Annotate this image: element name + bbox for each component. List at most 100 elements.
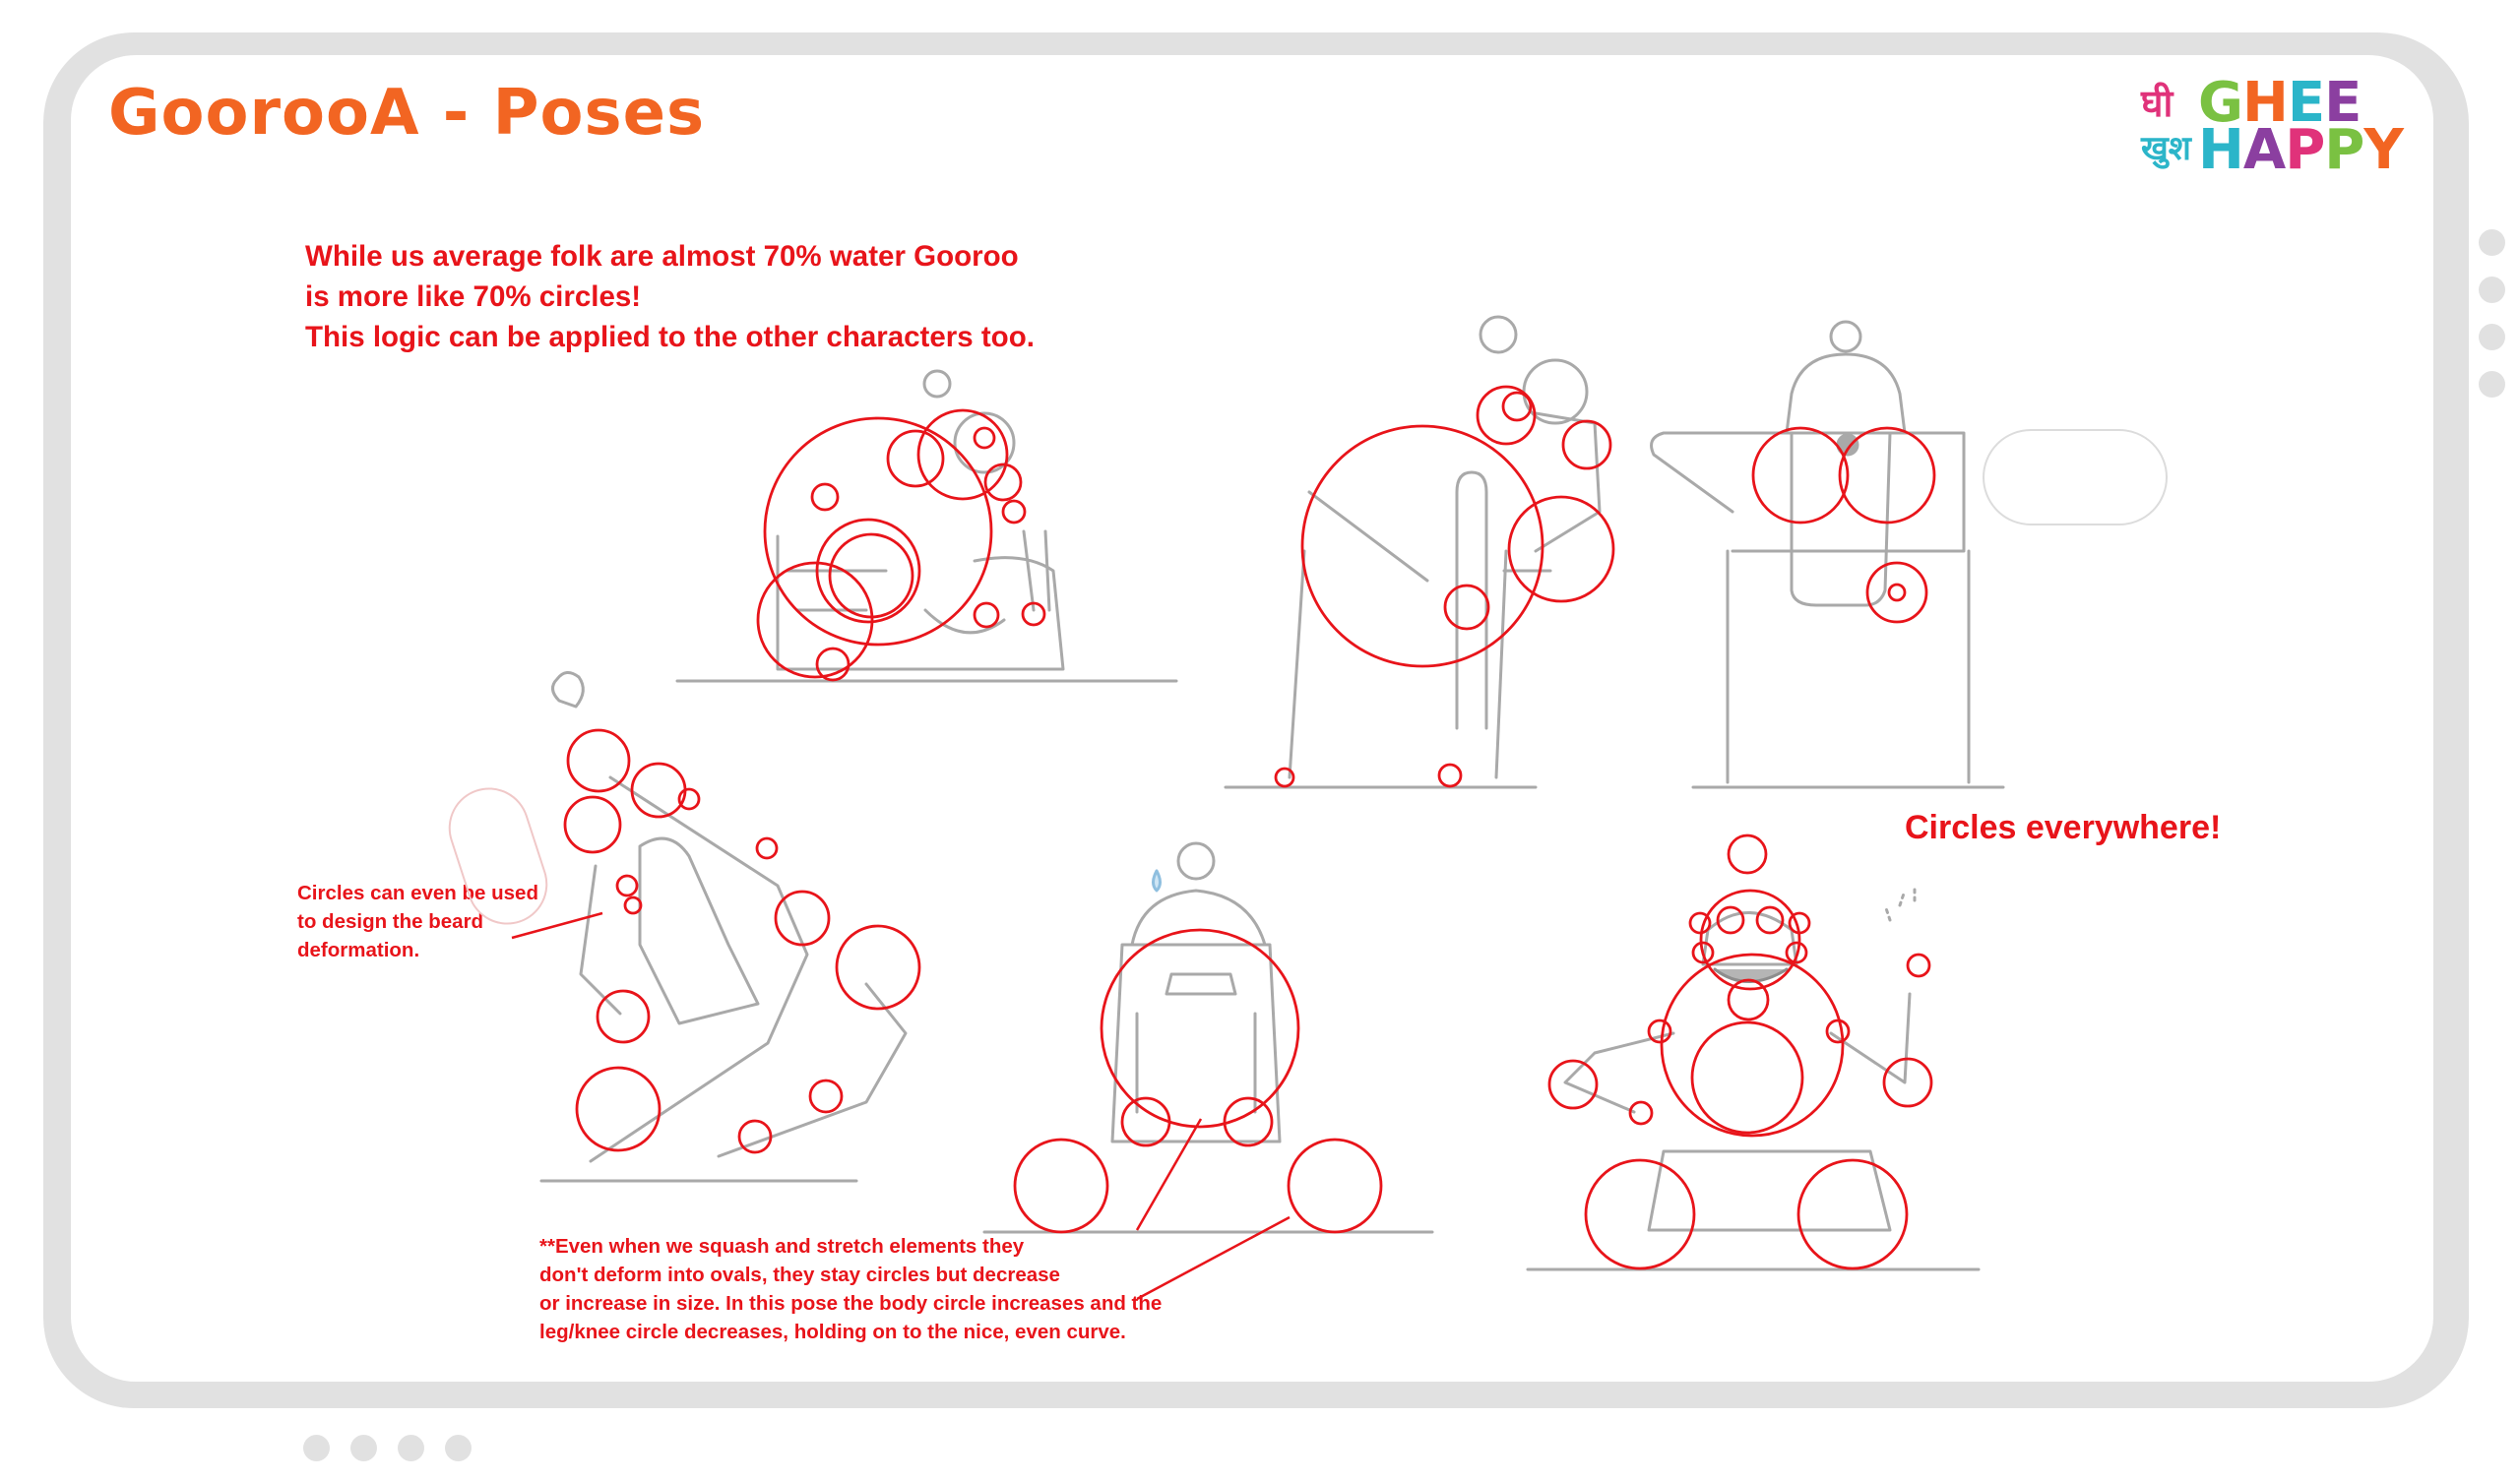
construction-circle [1021, 601, 1046, 627]
construction-circle [1628, 1100, 1654, 1126]
squash-note-line: leg/knee circle decreases, holding on to… [539, 1321, 1126, 1343]
construction-circle [1755, 905, 1785, 935]
construction-circle [810, 482, 840, 512]
pose-3-sketch [1650, 320, 2168, 789]
beard-note-line: to design the beard [297, 910, 484, 933]
construction-circle [916, 408, 1009, 501]
intro-text: While us average folk are almost 70% wat… [305, 236, 1191, 357]
construction-circle [563, 795, 622, 854]
beard-note-line: deformation. [297, 939, 420, 961]
page-dot[interactable] [2479, 229, 2505, 256]
construction-circle [1437, 763, 1463, 788]
construction-circle [1785, 941, 1808, 964]
page-dot[interactable] [303, 1435, 330, 1461]
construction-circle [1443, 584, 1490, 631]
construction-circle [1688, 911, 1712, 935]
construction-circle [1507, 495, 1615, 603]
slide-panel [71, 55, 2433, 1382]
construction-circle [1796, 1158, 1909, 1270]
construction-circle [774, 890, 831, 947]
construction-circle [1887, 583, 1907, 602]
page-title: GoorooA - Poses [108, 77, 706, 150]
logo-hindi-top: घी [2141, 82, 2174, 125]
construction-circle [1825, 1019, 1851, 1044]
construction-circle [808, 1079, 844, 1114]
beard-pointer-line [511, 911, 603, 940]
page-dot[interactable] [2479, 277, 2505, 303]
construction-circle [1300, 424, 1544, 668]
construction-circle [1120, 1096, 1171, 1147]
construction-circle [763, 416, 993, 647]
logo-word-ghee: GHEE [2198, 71, 2362, 135]
logo-letter: P [2324, 118, 2364, 182]
construction-circle [1001, 499, 1027, 525]
construction-circle [1788, 911, 1811, 935]
logo-letter: Y [2363, 118, 2404, 182]
logo-letter: P [2285, 118, 2325, 182]
construction-circle [1274, 767, 1295, 788]
construction-circle [973, 601, 1000, 629]
squash-stretch-note: **Even when we squash and stretch elemen… [539, 1232, 1162, 1346]
page-dot[interactable] [350, 1435, 377, 1461]
construction-circle [623, 895, 643, 915]
construction-circle [755, 836, 779, 860]
beard-note-line: Circles can even be used [297, 882, 538, 904]
construction-circle [815, 647, 850, 682]
construction-circle [1727, 978, 1770, 1021]
pose-5-sketch [982, 841, 1434, 1234]
construction-circle [677, 787, 701, 811]
page-dot[interactable] [2479, 324, 2505, 350]
logo-letter: H [2241, 71, 2289, 135]
construction-circle [1647, 1019, 1672, 1044]
logo-letter: A [2242, 118, 2286, 182]
construction-circle [1691, 941, 1715, 964]
construction-circle [815, 518, 921, 624]
squash-note-line: **Even when we squash and stretch elemen… [539, 1235, 1025, 1258]
page-dot[interactable] [398, 1435, 424, 1461]
construction-circle [1223, 1096, 1274, 1147]
logo-letter: H [2198, 118, 2244, 182]
squash-pointer-line [1135, 1118, 1203, 1231]
squash-note-line: or increase in size. In this pose the bo… [539, 1292, 1163, 1315]
pose-4-sketch [448, 671, 908, 1183]
construction-circle [1287, 1138, 1383, 1234]
intro-line: is more like 70% circles! [305, 280, 642, 313]
construction-circle [596, 989, 651, 1044]
squash-pointer-line [1136, 1215, 1291, 1301]
logo-word-happy: HAPPY [2198, 118, 2404, 182]
construction-circle [835, 924, 921, 1011]
construction-circle [1501, 391, 1533, 422]
page-dot[interactable] [445, 1435, 472, 1461]
construction-circle [1882, 1057, 1933, 1108]
logo-letter: E [2287, 71, 2325, 135]
intro-line: This logic can be applied to the other c… [305, 321, 1035, 353]
pose-2-sketch [1224, 315, 1602, 789]
construction-circle [756, 561, 874, 679]
construction-circle [1751, 426, 1850, 525]
squash-note-line: don't deform into ovals, they stay circl… [539, 1264, 1060, 1286]
construction-circle [737, 1119, 773, 1154]
logo-hindi-bottom: खुश [2141, 129, 2191, 168]
construction-circle [1100, 928, 1300, 1129]
pose-1-sketch [675, 369, 1178, 683]
construction-circle [886, 429, 945, 488]
construction-circle [983, 463, 1023, 502]
construction-circle [1838, 426, 1936, 525]
construction-circle [1699, 889, 1801, 991]
beard-note: Circles can even be used to design the b… [297, 879, 538, 964]
construction-circle [615, 874, 639, 897]
construction-circle [1906, 953, 1931, 978]
page-dot[interactable] [2479, 371, 2505, 398]
construction-circle [566, 728, 631, 793]
construction-circle [1584, 1158, 1696, 1270]
circles-everywhere-callout: Circles everywhere! [1905, 809, 2222, 846]
construction-circle [1547, 1059, 1599, 1110]
logo-letter: G [2198, 71, 2243, 135]
construction-circle [1013, 1138, 1109, 1234]
construction-circle [1865, 561, 1928, 624]
construction-circle [1690, 1020, 1804, 1135]
logo-letter: E [2324, 71, 2362, 135]
construction-circle [575, 1066, 662, 1152]
construction-circle [1716, 905, 1745, 935]
